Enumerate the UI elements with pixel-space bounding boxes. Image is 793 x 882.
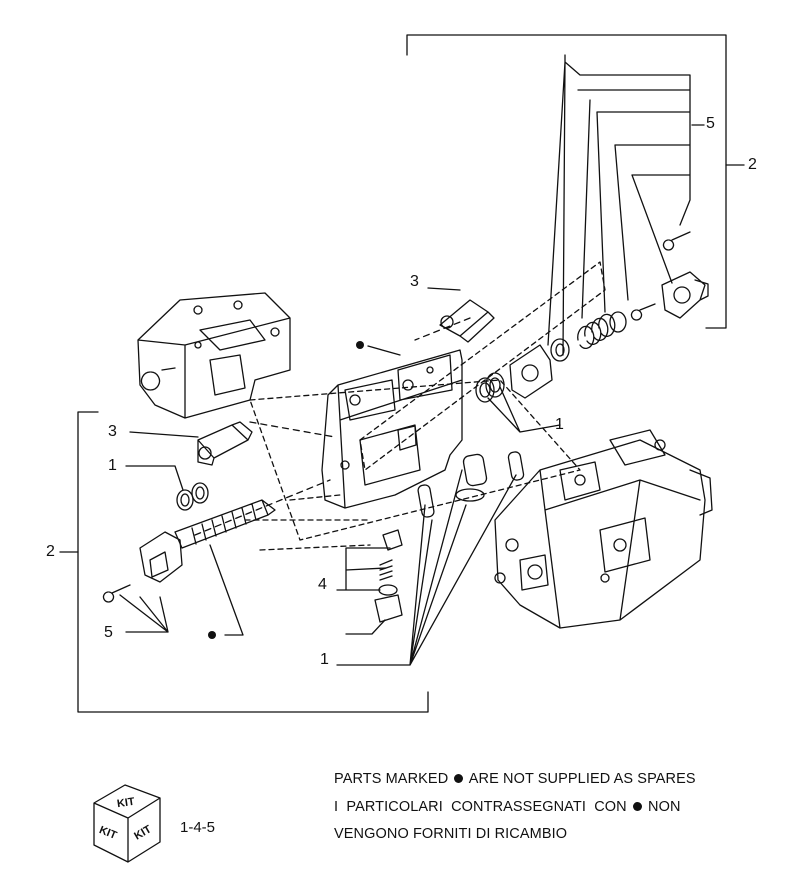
left-cap <box>139 531 183 583</box>
plug-left <box>197 421 253 466</box>
note-line-1-before: PARTS MARKED <box>334 771 449 787</box>
note-line-2: I PARTICOLARI CONTRASSEGNATI CON NON <box>334 799 681 815</box>
spool <box>174 499 276 549</box>
note-line-3-text: VENGONO FORNITI DI RICAMBIO <box>334 826 568 842</box>
kit-label-top: KIT <box>116 795 136 811</box>
washer-right <box>550 338 570 362</box>
callout-2-right: 2 <box>748 156 757 173</box>
callout-2-left: 2 <box>46 543 55 560</box>
leader-lines-upper <box>547 54 691 356</box>
note-line-1: PARTS MARKED ARE NOT SUPPLIED AS SPARES <box>334 771 696 787</box>
valve-section-body <box>321 349 463 509</box>
bracket-group-2-right <box>406 34 727 329</box>
marker-not-supplied-section <box>356 341 364 349</box>
bullet-marker-icon <box>454 774 464 783</box>
cup-right <box>609 311 627 333</box>
callout-5-left: 5 <box>104 624 113 641</box>
right-plate <box>509 344 553 399</box>
callout-5-top: 5 <box>706 115 715 132</box>
note-line-2-before: I PARTICOLARI CONTRASSEGNATI CON <box>334 799 627 815</box>
kit-box-icon <box>93 784 161 863</box>
seal-4 <box>455 488 485 502</box>
o-ring-mid-1 <box>475 377 495 403</box>
callout-3-upper: 3 <box>410 273 419 290</box>
plug-upper <box>439 299 495 343</box>
screw-top <box>662 231 691 251</box>
valve-assembly <box>494 429 713 629</box>
marker-not-supplied-spool <box>208 631 216 639</box>
callout-4: 4 <box>318 576 327 593</box>
seal-3 <box>507 451 525 481</box>
callout-1-bottom: 1 <box>320 651 329 668</box>
washer-center <box>378 584 398 596</box>
seal-2 <box>462 453 488 487</box>
o-ring-left-2 <box>191 482 209 504</box>
housing-rear <box>137 292 291 419</box>
note-line-3: VENGONO FORNITI DI RICAMBIO <box>334 826 567 842</box>
o-ring-left-1 <box>176 489 194 511</box>
bracket-group-2-left <box>77 411 429 713</box>
spring-right <box>577 313 616 350</box>
cover-right <box>661 271 709 319</box>
bullet-marker-icon <box>632 802 642 811</box>
note-line-2-after: NON <box>648 799 681 815</box>
screw-right-small <box>630 303 656 321</box>
left-screw <box>102 584 131 603</box>
callout-3-left: 3 <box>108 423 117 440</box>
spring-center <box>379 559 393 581</box>
kit-reference-number: 1-4-5 <box>180 819 216 836</box>
callout-1-left: 1 <box>108 457 117 474</box>
plug-center-top <box>382 529 403 551</box>
seal-1 <box>417 484 435 518</box>
cap-center <box>374 594 403 623</box>
note-line-1-after: ARE NOT SUPPLIED AS SPARES <box>468 771 696 787</box>
callout-1-right: 1 <box>555 416 564 433</box>
